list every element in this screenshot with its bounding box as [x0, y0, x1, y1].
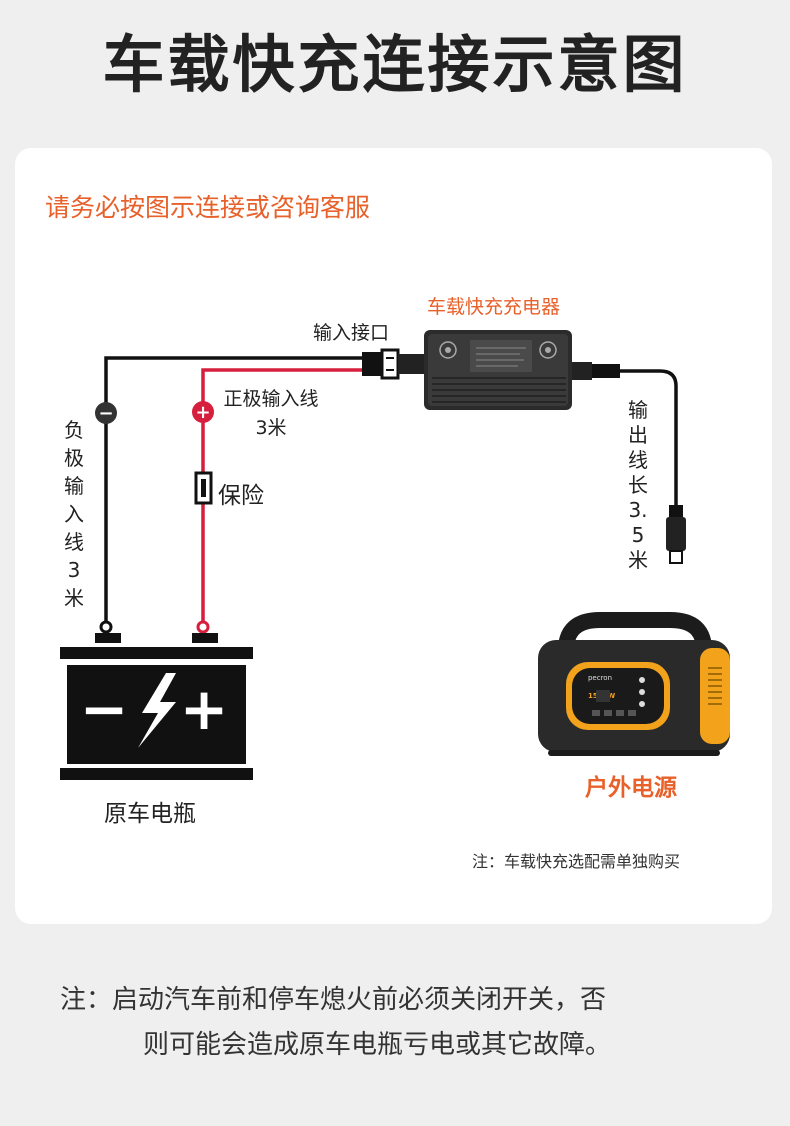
svg-text:−: − — [80, 675, 129, 743]
svg-text:+: + — [195, 402, 210, 423]
svg-text:pecron: pecron — [588, 674, 612, 682]
output-cable — [572, 362, 678, 505]
charger-label: 车载快充充电器 — [427, 296, 561, 318]
bottom-note-line2: 则可能会造成原车电瓶亏电或其它故障。 — [143, 1030, 612, 1060]
card-note: 注：车载快充选配需单独购买 — [472, 852, 681, 871]
car-charger-device — [424, 330, 572, 410]
battery-label: 原车电瓶 — [104, 801, 196, 827]
negative-marker-icon: − — [95, 402, 117, 424]
negative-terminal-ring — [99, 620, 113, 634]
power-station-label: 户外电源 — [585, 775, 677, 801]
instruction-subtitle: 请务必按图示连接或咨询客服 — [45, 193, 371, 222]
positive-wire — [201, 368, 362, 622]
svg-text:−: − — [98, 403, 113, 424]
fuse-label: 保险 — [218, 483, 264, 509]
input-port-label: 输入接口 — [313, 322, 390, 344]
positive-terminal-ring — [196, 620, 210, 634]
power-station-icon: pecron 1500W — [538, 612, 730, 756]
bottom-note-line1: 注：启动汽车前和停车熄火前必须关闭开关，否 — [60, 985, 607, 1015]
svg-text:+: + — [180, 675, 229, 743]
lightning-bolt — [138, 673, 176, 748]
bottom-warning-note: 注：启动汽车前和停车熄火前必须关闭开关，否 则可能会造成原车电瓶亏电或其它故障。 — [60, 978, 730, 1068]
input-connector-icon — [362, 348, 424, 380]
negative-wire — [104, 356, 362, 622]
diagram-card: 请务必按图示连接或咨询客服 车载快充充电器 输入接口 正极输入线3米 保险 负极… — [15, 148, 772, 924]
fuse-icon — [194, 471, 213, 505]
output-plug-icon — [666, 505, 686, 564]
positive-marker-icon: + — [192, 401, 214, 423]
page-title: 车载快充连接示意图 — [102, 28, 688, 101]
negative-wire-label: 负极输入线3米 — [64, 418, 84, 610]
car-battery-icon: − + — [60, 633, 253, 780]
positive-wire-label: 正极输入线3米 — [223, 388, 319, 439]
output-cable-label: 输出线长3.5米 — [628, 398, 648, 572]
